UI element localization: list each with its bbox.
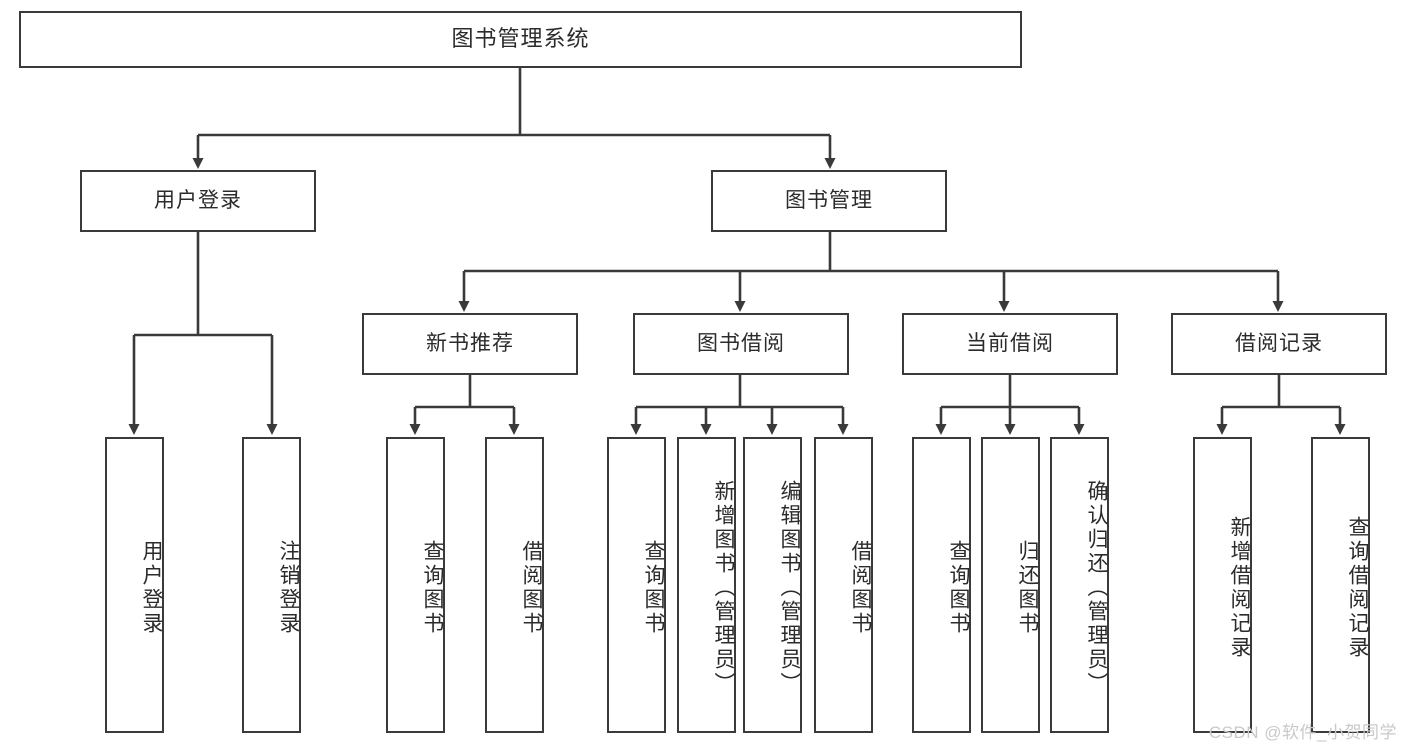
node-label: 确认归还（管理员）	[1085, 480, 1108, 696]
leaf-confirm-return-admin[interactable]: 确认归还（管理员）	[1050, 437, 1109, 733]
node-label: 查询图书	[421, 540, 444, 636]
node-label: 注销登录	[277, 540, 300, 636]
csdn-watermark: CSDN @软件_小贺同学	[1208, 723, 1397, 742]
node-label: 归还图书	[1016, 540, 1039, 636]
leaf-user-login[interactable]: 用户登录	[105, 437, 164, 733]
leaf-add-book-admin[interactable]: 新增图书（管理员）	[677, 437, 736, 733]
node-label: 新增借阅记录	[1228, 516, 1251, 660]
node-label: 新书推荐	[426, 332, 514, 356]
node-label: 用户登录	[154, 189, 242, 213]
node-label: 图书借阅	[697, 332, 785, 356]
node-new-book-recommend[interactable]: 新书推荐	[362, 313, 578, 375]
leaf-query-book-borrow[interactable]: 查询图书	[607, 437, 666, 733]
node-label: 编辑图书（管理员）	[778, 480, 801, 696]
node-current-borrow[interactable]: 当前借阅	[902, 313, 1118, 375]
node-book-management[interactable]: 图书管理	[711, 170, 947, 232]
node-label: 借阅记录	[1235, 332, 1323, 356]
node-label: 用户登录	[140, 540, 163, 636]
node-borrow-record[interactable]: 借阅记录	[1171, 313, 1387, 375]
node-label: 图书管理系统	[451, 26, 590, 52]
node-label: 查询图书	[642, 540, 665, 636]
leaf-borrow-book-borrow[interactable]: 借阅图书	[814, 437, 873, 733]
leaf-edit-book-admin[interactable]: 编辑图书（管理员）	[743, 437, 802, 733]
node-label: 当前借阅	[966, 332, 1054, 356]
node-label: 查询图书	[947, 540, 970, 636]
node-root-book-management-system[interactable]: 图书管理系统	[19, 11, 1022, 68]
node-book-borrow[interactable]: 图书借阅	[633, 313, 849, 375]
leaf-logout-login[interactable]: 注销登录	[242, 437, 301, 733]
node-label: 查询借阅记录	[1346, 516, 1369, 660]
leaf-return-book[interactable]: 归还图书	[981, 437, 1040, 733]
node-user-login[interactable]: 用户登录	[80, 170, 316, 232]
node-label: 图书管理	[785, 189, 873, 213]
leaf-query-borrow-record[interactable]: 查询借阅记录	[1311, 437, 1370, 733]
node-label: 借阅图书	[849, 540, 872, 636]
leaf-borrow-book-recommend[interactable]: 借阅图书	[485, 437, 544, 733]
node-label: 新增图书（管理员）	[712, 480, 735, 696]
leaf-add-borrow-record[interactable]: 新增借阅记录	[1193, 437, 1252, 733]
leaf-query-book-current[interactable]: 查询图书	[912, 437, 971, 733]
leaf-query-book-recommend[interactable]: 查询图书	[386, 437, 445, 733]
node-label: 借阅图书	[520, 540, 543, 636]
